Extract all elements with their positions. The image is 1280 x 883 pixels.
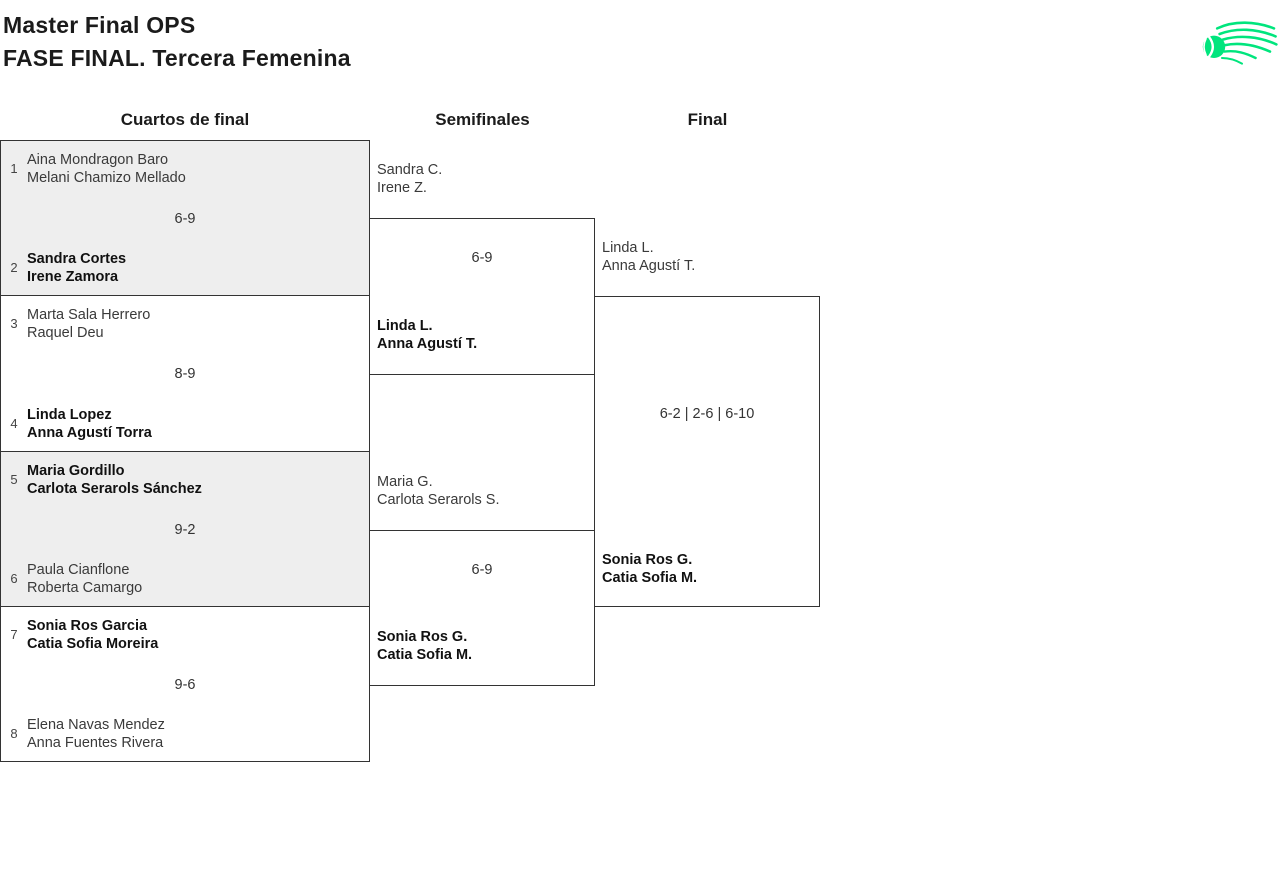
team-pair: Sonia Ros Garcia Catia Sofia Moreira	[27, 617, 158, 653]
match-score: 9-6	[174, 676, 196, 693]
player-name: Anna Agustí T.	[602, 258, 696, 274]
player-name: Sandra C.	[377, 162, 443, 178]
column-header-quarterfinals: Cuartos de final	[120, 110, 250, 129]
seed-number: 1	[10, 161, 18, 176]
column-header-semifinals: Semifinales	[435, 110, 530, 129]
player-name: Sonia Ros G.	[377, 629, 468, 645]
seed-number: 2	[10, 260, 18, 276]
team-pair: Marta Sala Herrero Raquel Deu	[27, 306, 150, 342]
quarterfinal-match-4: 7 Sonia Ros Garcia Catia Sofia Moreira 9…	[1, 605, 369, 761]
semifinal2-team-top: Maria G. Carlota Serarols S.	[377, 473, 500, 509]
quarterfinal-match-1: 1 Aina Mondragon Baro Melani Chamizo Mel…	[1, 141, 369, 296]
player-name: Catia Sofia Moreira	[27, 635, 159, 652]
semifinal1-team-bottom: Linda L. Anna Agustí T.	[377, 317, 477, 353]
player-name: Anna Agustí T.	[377, 336, 478, 352]
player-name: Melani Chamizo Mellado	[27, 170, 186, 186]
tennis-ball-swoosh-logo	[1198, 16, 1278, 68]
player-name: Anna Fuentes Rivera	[27, 735, 164, 751]
team-pair: Linda Lopez Anna Agustí Torra	[27, 406, 152, 442]
player-name: Anna Agustí Torra	[27, 424, 152, 441]
match-score: 6-9	[471, 562, 493, 578]
player-name: Raquel Deu	[27, 325, 104, 342]
seed-number: 6	[10, 570, 18, 586]
quarterfinal-match-2: 3 Marta Sala Herrero Raquel Deu 8-9 Lind…	[1, 295, 369, 451]
page-title: Master Final OPS FASE FINAL. Tercera Fem…	[3, 9, 351, 75]
player-name: Carlota Serarols S.	[377, 492, 500, 508]
player-name: Sonia Ros Garcia	[27, 617, 148, 634]
quarterfinal-match-3: 5 Maria Gordillo Carlota Serarols Sánche…	[1, 450, 369, 606]
team-pair: Aina Mondragon Baro Melani Chamizo Mella…	[27, 151, 186, 187]
semifinal2-team-bottom: Sonia Ros G. Catia Sofia M.	[377, 628, 472, 664]
player-name: Maria Gordillo	[27, 462, 125, 479]
final-team-bottom: Sonia Ros G. Catia Sofia M.	[602, 551, 697, 587]
player-name: Maria G.	[377, 474, 433, 490]
match-score: 6-9	[471, 250, 493, 266]
player-name: Linda Lopez	[27, 406, 112, 423]
player-name: Irene Zamora	[27, 269, 119, 286]
tennis-ball-icon	[1202, 21, 1278, 65]
player-name: Catia Sofia M.	[377, 647, 473, 663]
final-match-box: 6-2 | 2-6 | 6-10	[594, 296, 820, 607]
semifinal1-team-top: Sandra C. Irene Z.	[377, 161, 442, 197]
final-team-top: Linda L. Anna Agustí T.	[602, 239, 695, 275]
player-name: Sandra Cortes	[27, 251, 127, 268]
seed-number: 7	[10, 626, 18, 642]
team-pair: Elena Navas Mendez Anna Fuentes Rivera	[27, 716, 165, 752]
player-name: Catia Sofia M.	[602, 570, 698, 586]
phase-title: FASE FINAL. Tercera Femenina	[3, 45, 351, 71]
quarterfinals-bracket: 1 Aina Mondragon Baro Melani Chamizo Mel…	[0, 140, 370, 762]
semifinal2-match-box: 6-9	[369, 530, 595, 686]
player-name: Marta Sala Herrero	[27, 307, 151, 324]
seed-number: 4	[10, 415, 18, 431]
match-score: 8-9	[174, 366, 196, 383]
team-pair: Sandra Cortes Irene Zamora	[27, 250, 126, 286]
match-score: 6-9	[174, 211, 196, 227]
final-score: 6-2 | 2-6 | 6-10	[659, 406, 755, 422]
player-name: Carlota Serarols Sánchez	[27, 480, 202, 497]
player-name: Elena Navas Mendez	[27, 717, 165, 733]
team-pair: Maria Gordillo Carlota Serarols Sánchez	[27, 462, 202, 498]
player-name: Linda L.	[377, 318, 433, 334]
player-name: Paula Cianflone	[27, 561, 130, 578]
player-name: Irene Z.	[377, 180, 427, 196]
player-name: Aina Mondragon Baro	[27, 152, 169, 168]
column-header-final: Final	[687, 110, 728, 129]
seed-number: 5	[10, 471, 18, 487]
player-name: Linda L.	[602, 240, 654, 256]
team-pair: Paula Cianflone Roberta Camargo	[27, 561, 142, 597]
player-name: Roberta Camargo	[27, 579, 143, 596]
seed-number: 3	[10, 316, 18, 332]
match-score: 9-2	[174, 521, 196, 538]
tournament-title: Master Final OPS	[3, 12, 196, 38]
seed-number: 8	[10, 726, 18, 741]
player-name: Sonia Ros G.	[602, 552, 693, 568]
